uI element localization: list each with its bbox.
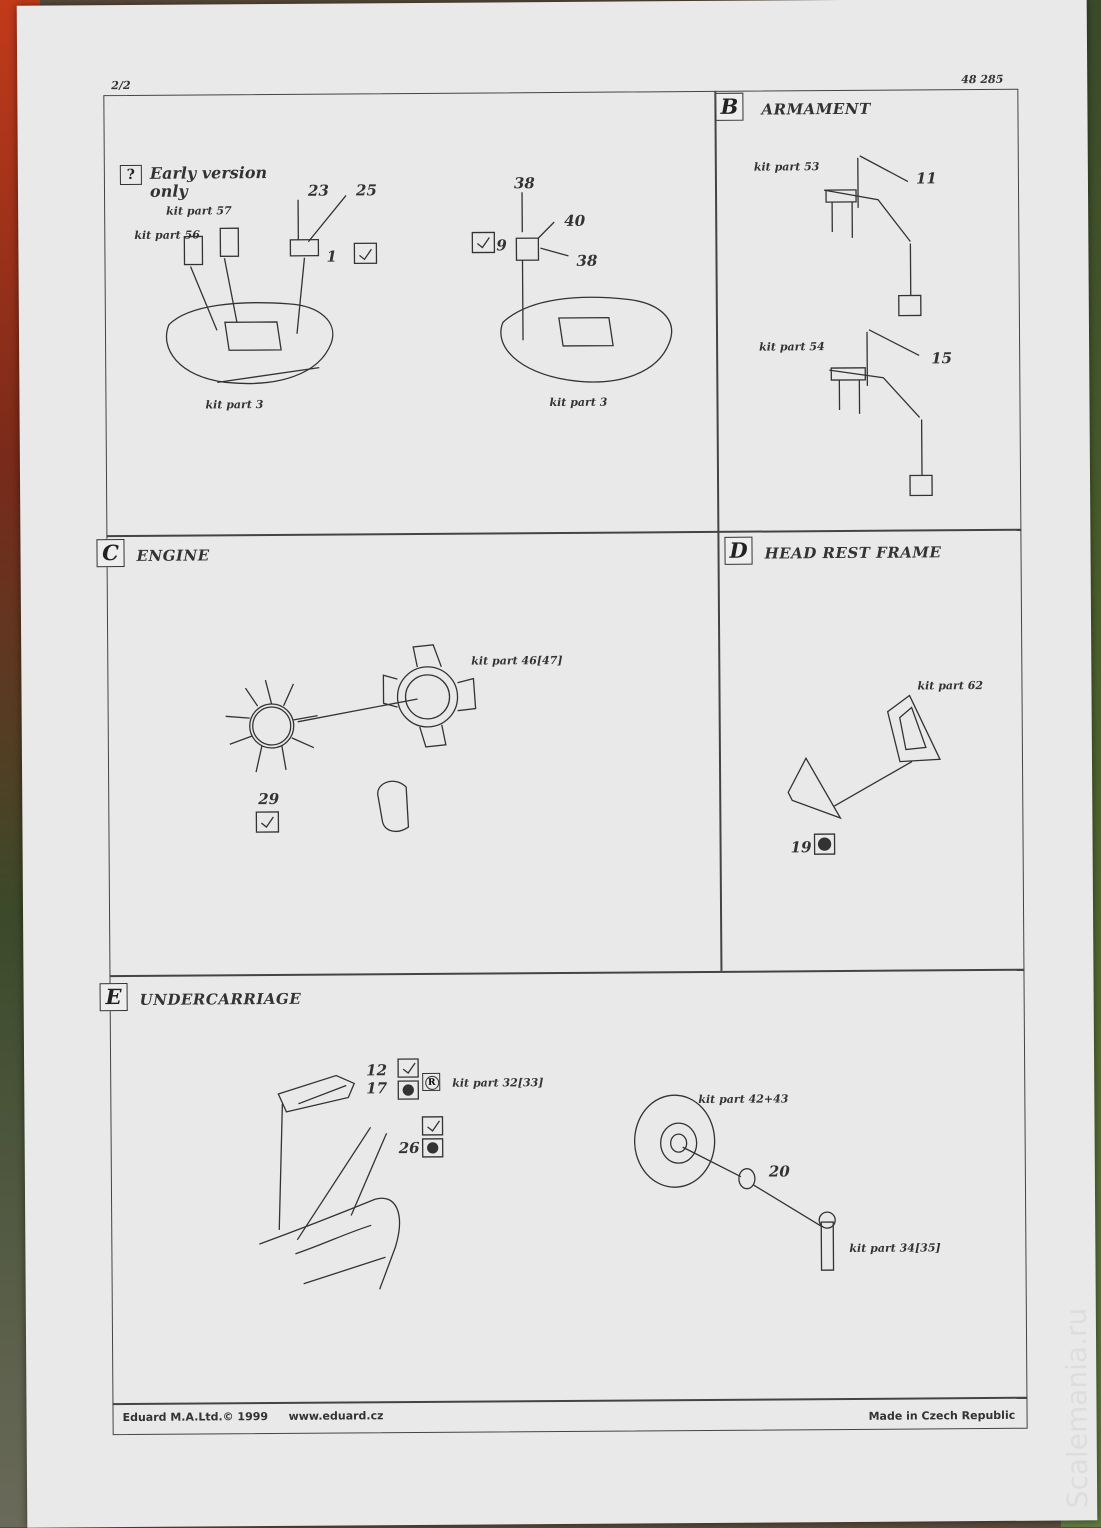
engine-drawing [225, 645, 476, 833]
cockpit-floor-left-drawing [166, 195, 378, 384]
head-rest-frame-drawing [788, 695, 941, 854]
armament-drawing [824, 155, 932, 496]
line-drawings [17, 0, 1098, 1528]
undercarriage-wheel-drawing [634, 1094, 835, 1271]
watermark: Scalemania.ru [1060, 1268, 1092, 1508]
instruction-sheet: 2/2 48 285 ? Early version only kit part… [17, 0, 1098, 1528]
undercarriage-leg-drawing [258, 1059, 444, 1290]
cockpit-floor-right-drawing [472, 191, 672, 383]
